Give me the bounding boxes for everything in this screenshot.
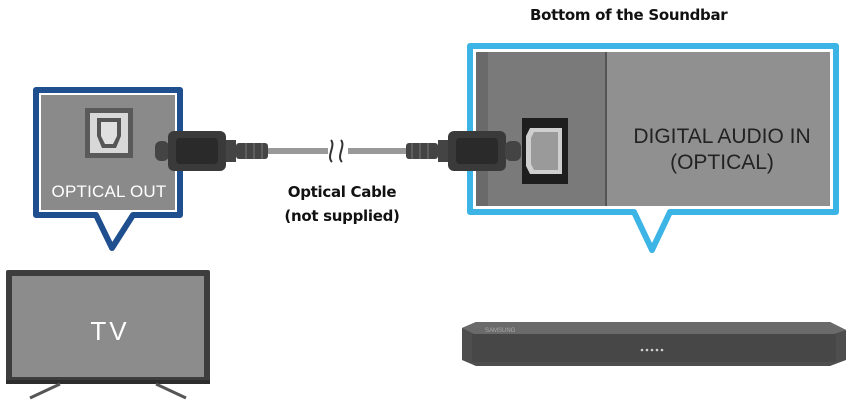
soundbar-brand-logo: SAMSUNG [485,328,516,334]
soundbar-device: SAMSUNG [462,322,846,366]
soundbar-callout-title: Bottom of the Soundbar [530,6,728,24]
right-cable-plug [406,131,521,171]
optical-cable [155,131,521,171]
soundbar-port-label-line2: (OPTICAL) [670,151,774,174]
soundbar-indicator-dots [640,348,664,352]
left-cable-plug [155,131,268,171]
soundbar-port-label-line1: DIGITAL AUDIO IN [633,125,811,148]
soundbar-port-callout [467,43,839,253]
cable-label-line1: Optical Cable [287,183,397,201]
digital-audio-in-port-icon [522,118,568,184]
tv-screen-label: TV [90,316,130,346]
soundbar-port-label: DIGITAL AUDIO IN (OPTICAL) [608,124,836,176]
tv-device [6,270,210,400]
cable-label-line2: (not supplied) [284,207,400,225]
cable-break-icon [329,139,344,163]
tv-port-label: OPTICAL OUT [51,182,167,201]
tv-port-callout [33,87,183,251]
cable-label: Optical Cable (not supplied) [262,180,422,228]
optical-out-port-icon [85,108,133,158]
